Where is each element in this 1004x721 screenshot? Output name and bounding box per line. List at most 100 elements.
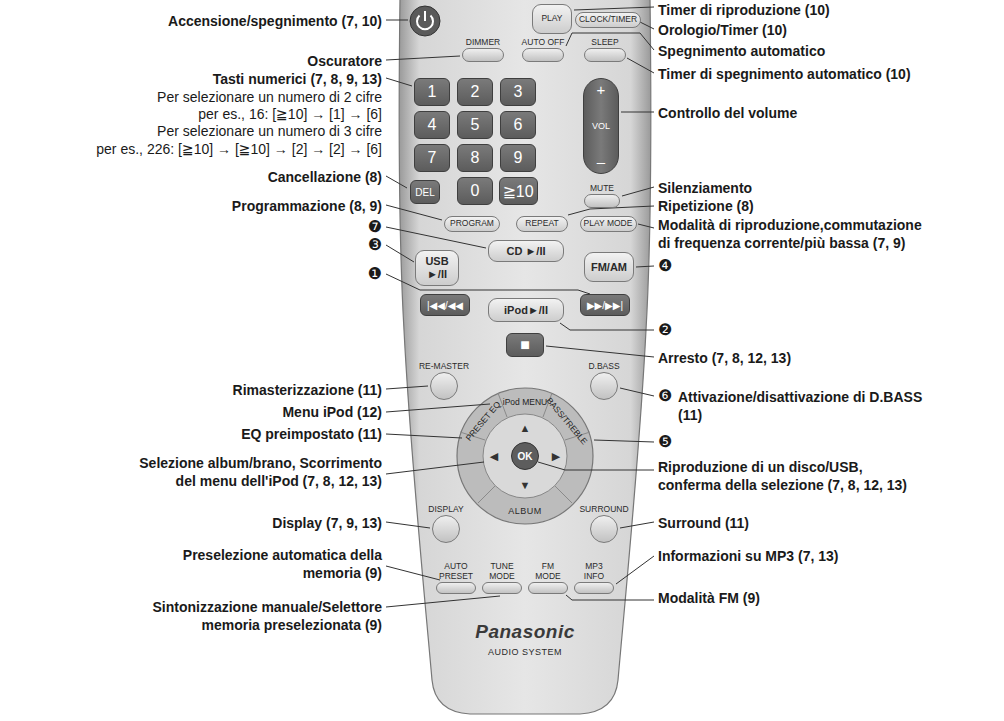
small-button: AUTO PRESET — [436, 582, 476, 594]
ok-button: OK — [511, 442, 539, 470]
callout-text: Preselezione automatica della memoria (9… — [147, 546, 382, 582]
button-text: PROGRAM — [450, 219, 494, 229]
function-button: REPEAT — [516, 216, 568, 232]
button-text: 1 — [428, 83, 437, 101]
callout-text: Ripetizione (8) — [658, 197, 754, 215]
play-button: iPod►/II — [488, 298, 564, 322]
number-key: 2 — [457, 78, 493, 106]
number-key: 9 — [500, 144, 536, 172]
ring-segment: BASS/TREBLE — [542, 393, 592, 450]
round-button: DISPLAY — [432, 515, 460, 543]
button-text: + — [597, 82, 606, 98]
callout-text: Rimasterizzazione (11) — [233, 381, 382, 399]
number-key: 6 — [500, 111, 536, 139]
round-button: SURROUND — [590, 515, 618, 543]
button-text: ≧10 — [502, 182, 533, 201]
number-key: 1 — [414, 78, 450, 106]
button-text: 3 — [514, 83, 523, 101]
number-key: 0 — [457, 177, 493, 205]
button-text: USB ►/II — [418, 255, 456, 280]
small-button: DIMMER — [462, 48, 504, 62]
callout-text: Surround (11) — [658, 514, 749, 532]
callout-text: Display (7, 9, 13) — [272, 514, 382, 532]
button-caption: AUTO OFF — [515, 37, 571, 47]
button-caption: SLEEP — [577, 37, 633, 47]
play-button: USB ►/II — [415, 250, 459, 286]
callout-text: Cancellazione (8) — [268, 168, 382, 186]
button-caption: FM MODE — [530, 561, 566, 581]
remote-body — [399, 0, 651, 714]
function-button: PLAY — [532, 4, 572, 34]
printed-marking: AUDIO SYSTEM — [488, 647, 562, 657]
key-button: |◀◀/◀◀ — [420, 294, 470, 316]
round-button: D.BASS — [590, 372, 618, 400]
brand-logo: Panasonic — [475, 622, 575, 642]
ring-segment: PRESET EQ — [459, 394, 507, 448]
callout-text: Tasti numerici (7, 8, 9, 13) — [213, 70, 382, 88]
number-key: ■ — [506, 333, 544, 357]
button-text: 8 — [471, 149, 480, 167]
number-key: 3 — [500, 78, 536, 106]
button-text: iPod MENU — [503, 397, 547, 407]
callout-text: Informazioni su MP3 (7, 13) — [658, 547, 838, 565]
small-button: MP3 INFO — [574, 582, 614, 594]
callout-number: ❷ — [658, 321, 672, 339]
callout-text: Arresto (7, 8, 12, 13) — [658, 349, 791, 367]
round-button: RE-MASTER — [430, 372, 458, 400]
button-text: DEL — [415, 187, 434, 198]
callout-text: Selezione album/brano, Scorrimento del m… — [82, 454, 382, 490]
button-text: CD ►/II — [507, 245, 546, 258]
callout-number: ❻ — [658, 387, 672, 405]
button-caption: DISPLAY — [414, 504, 478, 514]
volume-rocker: + VOL – — [583, 78, 619, 174]
button-text: PRESET EQ — [464, 399, 503, 443]
button-text: 7 — [428, 149, 437, 167]
callout-number: ❶ — [368, 265, 382, 283]
arrow-symbol: ◀ — [490, 450, 498, 462]
button-text: ▶▶/▶▶| — [587, 300, 623, 311]
button-text: 9 — [514, 149, 523, 167]
button-text: 2 — [471, 83, 480, 101]
button-text: – — [597, 154, 605, 170]
key-button: DEL — [410, 180, 440, 204]
number-key: 5 — [457, 111, 493, 139]
leader-lines — [386, 7, 654, 607]
arrow-symbol: ▼ — [520, 479, 531, 491]
button-text: 6 — [514, 116, 523, 134]
button-caption: AUTO PRESET — [438, 561, 474, 581]
button-caption: TUNE MODE — [484, 561, 520, 581]
callout-text: Orologio/Timer (10) — [658, 21, 787, 39]
button-text: PLAY — [541, 14, 562, 24]
callout-text: Timer di riproduzione (10) — [658, 1, 830, 19]
button-text: VOL — [592, 121, 610, 131]
button-text: 0 — [471, 182, 480, 200]
callout-number: ❺ — [658, 433, 672, 451]
button-caption: RE-MASTER — [412, 361, 476, 371]
note-text: per es., 226: [≧10] → [≧10] → [2] → [2] … — [96, 140, 382, 158]
button-text: ■ — [520, 336, 530, 354]
note-text: Per selezionare un numero di 3 cifre — [157, 122, 382, 140]
button-caption: DIMMER — [455, 37, 511, 47]
callout-text: Menu iPod (12) — [282, 403, 382, 421]
function-button: PLAY MODE — [580, 216, 637, 232]
small-button: TUNE MODE — [482, 582, 522, 594]
button-text: iPod►/II — [504, 304, 548, 317]
callout-text: Silenziamento — [658, 179, 752, 197]
play-button: CD ►/II — [488, 240, 564, 262]
button-text: CLOCK/TIMER — [579, 15, 637, 25]
button-text: |◀◀/◀◀ — [427, 300, 463, 311]
callout-text: Programmazione (8, 9) — [232, 197, 382, 215]
play-button: FM/AM — [584, 252, 634, 282]
callout-number: ❼ — [368, 218, 382, 236]
callout-text: Timer di spegnimento automatico (10) — [658, 65, 911, 83]
callout-text: Modalità FM (9) — [658, 589, 760, 607]
button-text: FM/AM — [591, 261, 627, 274]
note-text: Per selezionare un numero di 2 cifre — [157, 88, 382, 106]
callout-text: Oscuratore — [307, 52, 382, 70]
small-button: AUTO OFF — [522, 48, 564, 62]
arrow-symbol: ▶ — [552, 450, 560, 462]
number-key: 4 — [414, 111, 450, 139]
